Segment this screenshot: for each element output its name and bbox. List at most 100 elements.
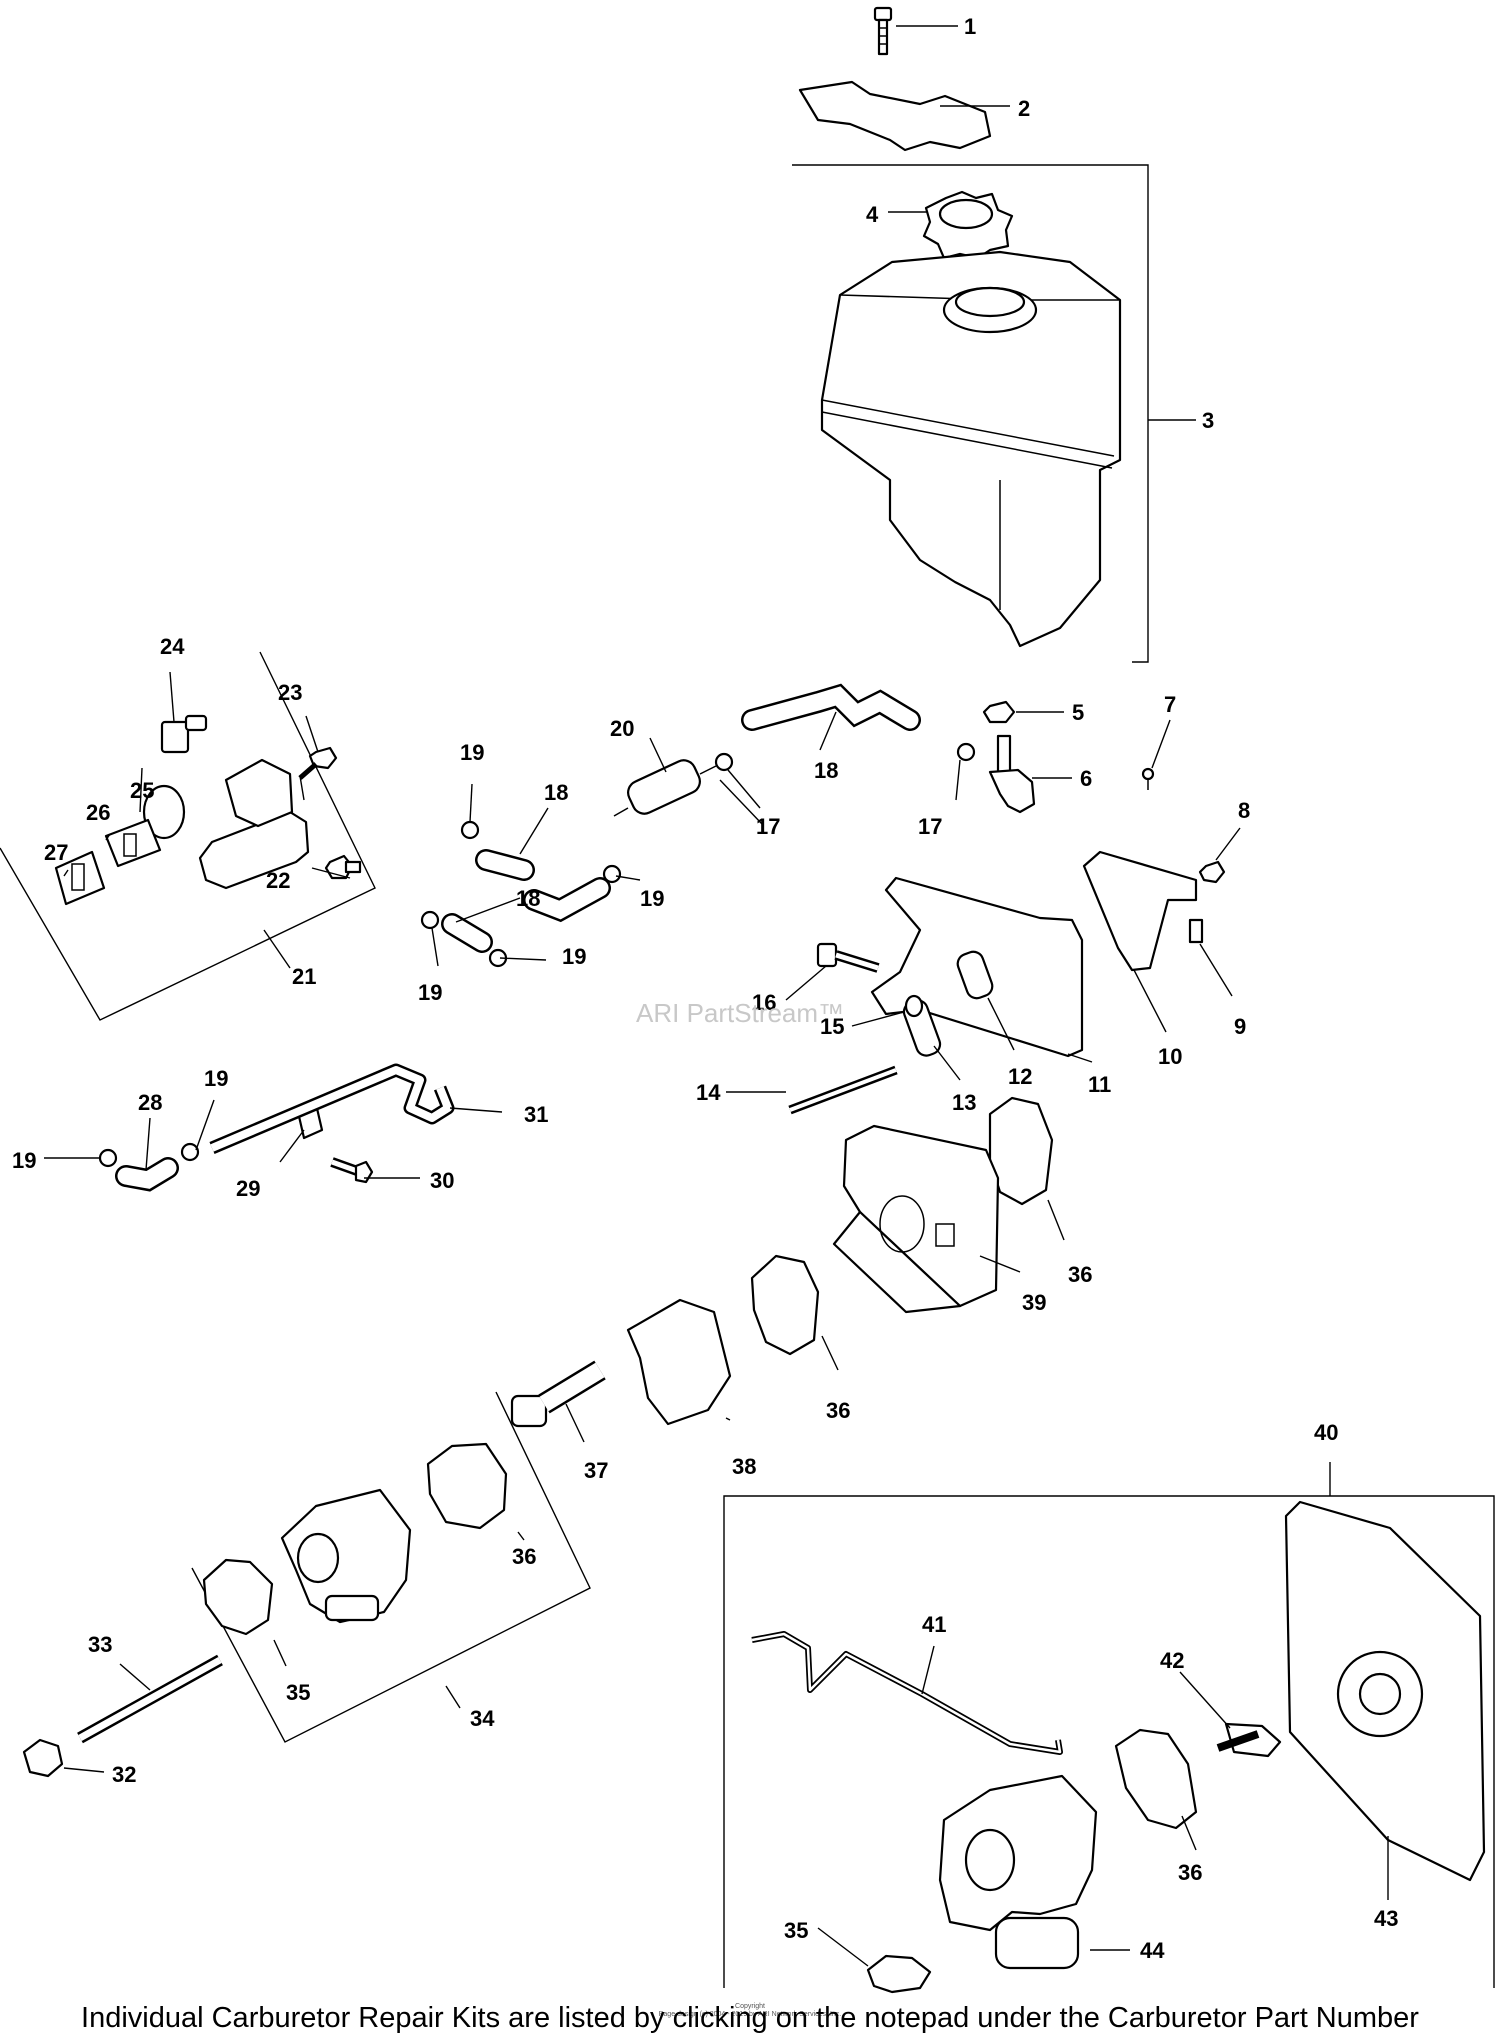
callout-33[interactable]: 33 (88, 1632, 112, 1657)
callout-14[interactable]: 14 (696, 1080, 721, 1105)
part-44-carburetor[interactable] (938, 1774, 1098, 1970)
part-36-gasket[interactable] (1114, 1728, 1198, 1830)
part-4-fuel-cap[interactable] (922, 190, 1014, 260)
callout-19c[interactable]: 19 (562, 944, 586, 969)
callout-41[interactable]: 41 (922, 1612, 946, 1637)
callout-35a[interactable]: 35 (286, 1680, 310, 1705)
part-33-stud[interactable] (77, 1654, 223, 1744)
callout-36b[interactable]: 36 (826, 1398, 850, 1423)
callout-27[interactable]: 27 (44, 840, 68, 865)
callout-19f[interactable]: 19 (12, 1148, 36, 1173)
callout-38[interactable]: 38 (732, 1454, 756, 1479)
callout-22[interactable]: 22 (266, 868, 290, 893)
part-39-heat-shield[interactable] (832, 1124, 1000, 1314)
callout-19b[interactable]: 19 (640, 886, 664, 911)
part-36-gasket[interactable] (750, 1254, 820, 1356)
callout-20[interactable]: 20 (610, 716, 634, 741)
part-36-gasket[interactable] (426, 1442, 508, 1530)
part-32-nut[interactable] (22, 1738, 64, 1778)
callout-39[interactable]: 39 (1022, 1290, 1046, 1315)
callout-37[interactable]: 37 (584, 1458, 608, 1483)
callout-10[interactable]: 10 (1158, 1044, 1182, 1069)
part-2-bracket-plate[interactable] (798, 80, 992, 152)
callout-28[interactable]: 28 (138, 1090, 162, 1115)
callout-23[interactable]: 23 (278, 680, 302, 705)
part-12-spacer[interactable] (955, 949, 995, 1001)
callout-11[interactable]: 11 (1088, 1072, 1111, 1097)
part-24-elbow-fitting[interactable] (160, 714, 208, 754)
callout-9[interactable]: 9 (1234, 1014, 1246, 1039)
callout-42[interactable]: 42 (1160, 1648, 1184, 1673)
callout-40[interactable]: 40 (1314, 1420, 1338, 1445)
callout-17a[interactable]: 17 (756, 814, 780, 839)
part-35-gasket[interactable] (202, 1558, 274, 1636)
callout-43[interactable]: 43 (1374, 1906, 1398, 1931)
callout-12[interactable]: 12 (1008, 1064, 1032, 1089)
part-9-screw[interactable] (1188, 918, 1204, 944)
part-38-intake-adapter[interactable] (626, 1298, 732, 1426)
part-3-fuel-tank[interactable] (820, 250, 1122, 648)
callout-18b[interactable]: 18 (544, 780, 568, 805)
callout-19e[interactable]: 19 (204, 1066, 228, 1091)
callout-2[interactable]: 2 (1018, 96, 1030, 121)
callout-25[interactable]: 25 (130, 778, 154, 803)
part-30-screw[interactable] (330, 1157, 374, 1184)
part-22-fitting[interactable] (324, 854, 362, 880)
callout-32[interactable]: 32 (112, 1762, 136, 1787)
callout-44[interactable]: 44 (1140, 1938, 1165, 1963)
part-14-stud[interactable] (788, 1065, 898, 1115)
part-19-clamp[interactable] (420, 910, 440, 930)
callout-35b[interactable]: 35 (784, 1918, 808, 1943)
callout-30[interactable]: 30 (430, 1168, 454, 1193)
callout-4[interactable]: 4 (866, 202, 879, 227)
callout-24[interactable]: 24 (160, 634, 185, 659)
part-35-gasket[interactable] (866, 1954, 932, 1994)
part-20-fuel-filter[interactable] (613, 756, 717, 817)
callout-36d[interactable]: 36 (1178, 1860, 1202, 1885)
callout-36c[interactable]: 36 (1068, 1262, 1092, 1287)
callout-17b[interactable]: 17 (918, 814, 942, 839)
callout-31[interactable]: 31 (524, 1102, 548, 1127)
callout-7[interactable]: 7 (1164, 692, 1176, 717)
part-6-shutoff-valve[interactable] (988, 734, 1036, 814)
callout-34[interactable]: 34 (470, 1706, 495, 1731)
callout-8[interactable]: 8 (1238, 798, 1250, 823)
part-10-bracket[interactable] (1082, 850, 1198, 972)
callout-15[interactable]: 15 (820, 1014, 844, 1039)
callout-19a[interactable]: 19 (460, 740, 484, 765)
part-41-link-rod[interactable] (751, 1631, 1063, 1755)
part-37-bolt[interactable] (510, 1360, 606, 1428)
part-17-clamp[interactable] (956, 742, 976, 762)
callout-5[interactable]: 5 (1072, 700, 1084, 725)
callout-29[interactable]: 29 (236, 1176, 260, 1201)
part-19-clamp[interactable] (98, 1148, 118, 1168)
callout-6[interactable]: 6 (1080, 766, 1092, 791)
part-19-clamp[interactable] (180, 1142, 200, 1162)
part-8-nut[interactable] (1198, 860, 1226, 884)
callout-21[interactable]: 21 (292, 964, 316, 989)
callout-13[interactable]: 13 (952, 1090, 976, 1115)
part-27-plate[interactable] (54, 850, 106, 906)
part-17-clamp[interactable] (714, 752, 734, 772)
part-1-bolt[interactable] (873, 6, 893, 56)
part-36-gasket[interactable] (988, 1096, 1054, 1206)
part-23-screw[interactable] (298, 746, 338, 780)
part-19-clamp[interactable] (460, 820, 480, 840)
part-42-bracket[interactable] (1216, 1722, 1282, 1758)
part-43-air-box[interactable] (1284, 1500, 1486, 1882)
callout-18c[interactable]: 18 (516, 886, 540, 911)
part-21-fuel-pump[interactable] (198, 758, 310, 890)
part-34-carburetor[interactable] (280, 1488, 412, 1624)
callout-18a[interactable]: 18 (814, 758, 838, 783)
callout-16[interactable]: 16 (752, 990, 776, 1015)
callout-36a[interactable]: 36 (512, 1544, 536, 1569)
part-25-gasket[interactable] (142, 784, 186, 840)
part-19-clamp[interactable] (602, 864, 622, 884)
callout-3[interactable]: 3 (1202, 408, 1214, 433)
part-5-nut[interactable] (982, 700, 1016, 724)
part-16-bolt[interactable] (816, 942, 880, 973)
part-26-gasket[interactable] (104, 818, 162, 868)
callout-1[interactable]: 1 (964, 14, 976, 39)
part-15-washer[interactable] (904, 994, 924, 1018)
part-7-screw[interactable] (1141, 767, 1155, 790)
